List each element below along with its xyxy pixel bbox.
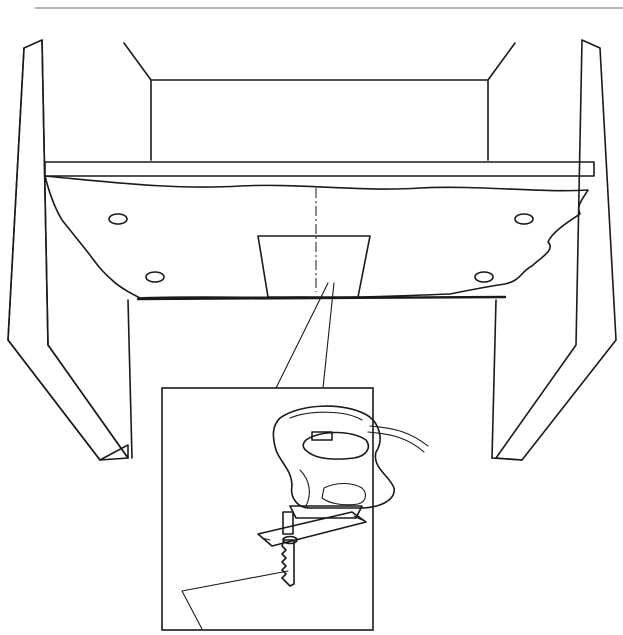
- cabinet-right-side-panel: [491, 39, 617, 461]
- mounting-hole: [474, 271, 494, 283]
- mounting-template-panel: [44, 175, 589, 301]
- mounting-hole: [145, 271, 165, 283]
- detail-callout-leader: [275, 282, 335, 389]
- mounting-hole: [514, 213, 534, 225]
- detail-inset-frame: [161, 387, 374, 631]
- mounting-hole: [108, 213, 128, 225]
- cabinet-back-wall: [123, 42, 516, 161]
- cabinet-left-side-panel: [7, 39, 133, 461]
- jigsaw-icon: [257, 405, 429, 587]
- saw-blade-icon: [281, 539, 295, 587]
- power-cord-icon: [369, 425, 429, 447]
- cut-line: [181, 570, 289, 630]
- cutout-area: [257, 235, 371, 298]
- cabinet-bottom-shelf: [44, 161, 595, 177]
